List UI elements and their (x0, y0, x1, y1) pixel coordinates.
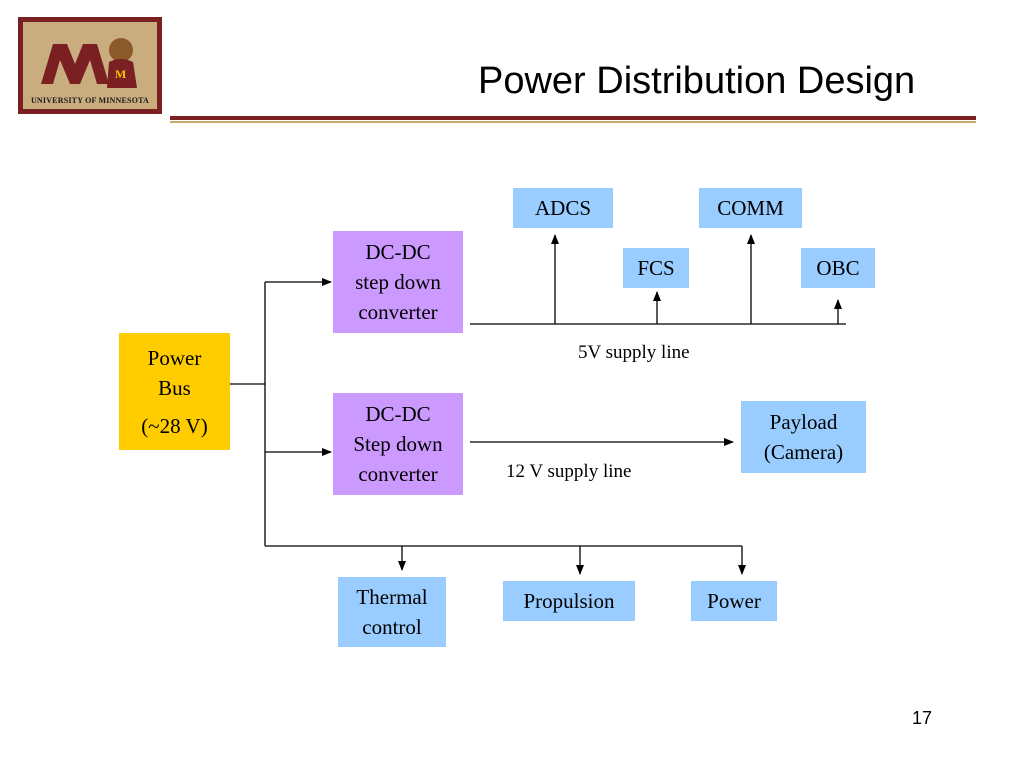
converter-5v-line2: step down (355, 270, 441, 294)
obc-label: OBC (816, 256, 860, 280)
adcs-box: ADCS (513, 188, 613, 228)
converter-12v-line1: DC-DC (365, 402, 431, 426)
payload-line2: (Camera) (763, 440, 844, 464)
logo-text: UNIVERSITY OF MINNESOTA (30, 96, 150, 105)
payload-camera-box: Payload (Camera) (741, 401, 866, 473)
converter-5v-line3: converter (358, 300, 438, 324)
power-bus-voltage: (~28 V) (141, 413, 208, 438)
propulsion-label: Propulsion (523, 589, 615, 613)
thermal-control-box: Thermal control (338, 577, 446, 647)
supply-5v-label: 5V supply line (578, 342, 690, 363)
obc-box: OBC (801, 248, 875, 288)
fcs-box: FCS (623, 248, 689, 288)
slide-title: Power Distribution Design (478, 60, 916, 102)
comm-box: COMM (699, 188, 802, 228)
converter-12v-line3: converter (358, 462, 438, 486)
title-rule-accent (170, 121, 976, 123)
converter-5v-line1: DC-DC (365, 240, 431, 264)
logo-emblem: M UNIVERSITY OF MINNESOTA (23, 22, 157, 109)
comm-label: COMM (717, 196, 784, 220)
power-bus-line1: Power (147, 345, 202, 370)
thermal-line1: Thermal (356, 585, 428, 609)
page-number: 17 (912, 708, 933, 728)
dcdc-12v-converter-box: DC-DC Step down converter (333, 393, 463, 495)
svg-text:M: M (115, 67, 126, 81)
supply-12v-label: 12 V supply line (506, 461, 632, 482)
university-logo: M UNIVERSITY OF MINNESOTA (18, 17, 162, 114)
title-rule (170, 116, 976, 120)
fcs-label: FCS (637, 256, 675, 280)
payload-line1: Payload (769, 410, 838, 434)
power-bus-box: Power Bus (~28 V) (119, 333, 230, 450)
power-bus-line2: Bus (158, 375, 191, 400)
thermal-line2: control (362, 615, 422, 639)
propulsion-box: Propulsion (503, 581, 635, 621)
goldy-gopher-m-icon: M (41, 38, 137, 88)
power-subsystem-label: Power (707, 589, 761, 613)
converter-12v-line2: Step down (353, 432, 443, 456)
adcs-label: ADCS (534, 196, 592, 220)
dcdc-5v-converter-box: DC-DC step down converter (333, 231, 463, 333)
power-subsystem-box: Power (691, 581, 777, 621)
